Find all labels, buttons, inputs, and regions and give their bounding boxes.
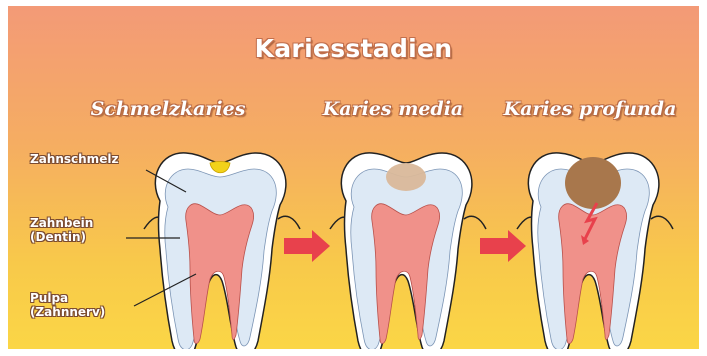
label-pulpa: Pulpa (Zahnnerv)	[30, 291, 105, 319]
label-zahnbein: Zahnbein (Dentin)	[30, 216, 93, 244]
arrow-right-icon	[480, 230, 526, 262]
gum-line-right	[278, 216, 300, 229]
label-pulpa-line2: (Zahnnerv)	[30, 305, 105, 319]
tooth-karies-profunda	[517, 153, 673, 349]
caries-stages-panel: Kariesstadien Schmelzkaries Karies media…	[8, 6, 699, 349]
arrow-right-icon	[284, 230, 330, 262]
label-zahnbein-line2: (Dentin)	[30, 230, 93, 244]
label-zahnbein-line1: Zahnbein	[30, 216, 93, 230]
dentin-caries-lesion	[386, 163, 426, 191]
teeth-diagram	[8, 6, 699, 349]
deep-caries-lesion	[565, 157, 621, 209]
tooth-karies-media	[330, 153, 486, 349]
label-pulpa-line1: Pulpa	[30, 291, 105, 305]
label-zahnschmelz: Zahnschmelz	[30, 152, 118, 166]
